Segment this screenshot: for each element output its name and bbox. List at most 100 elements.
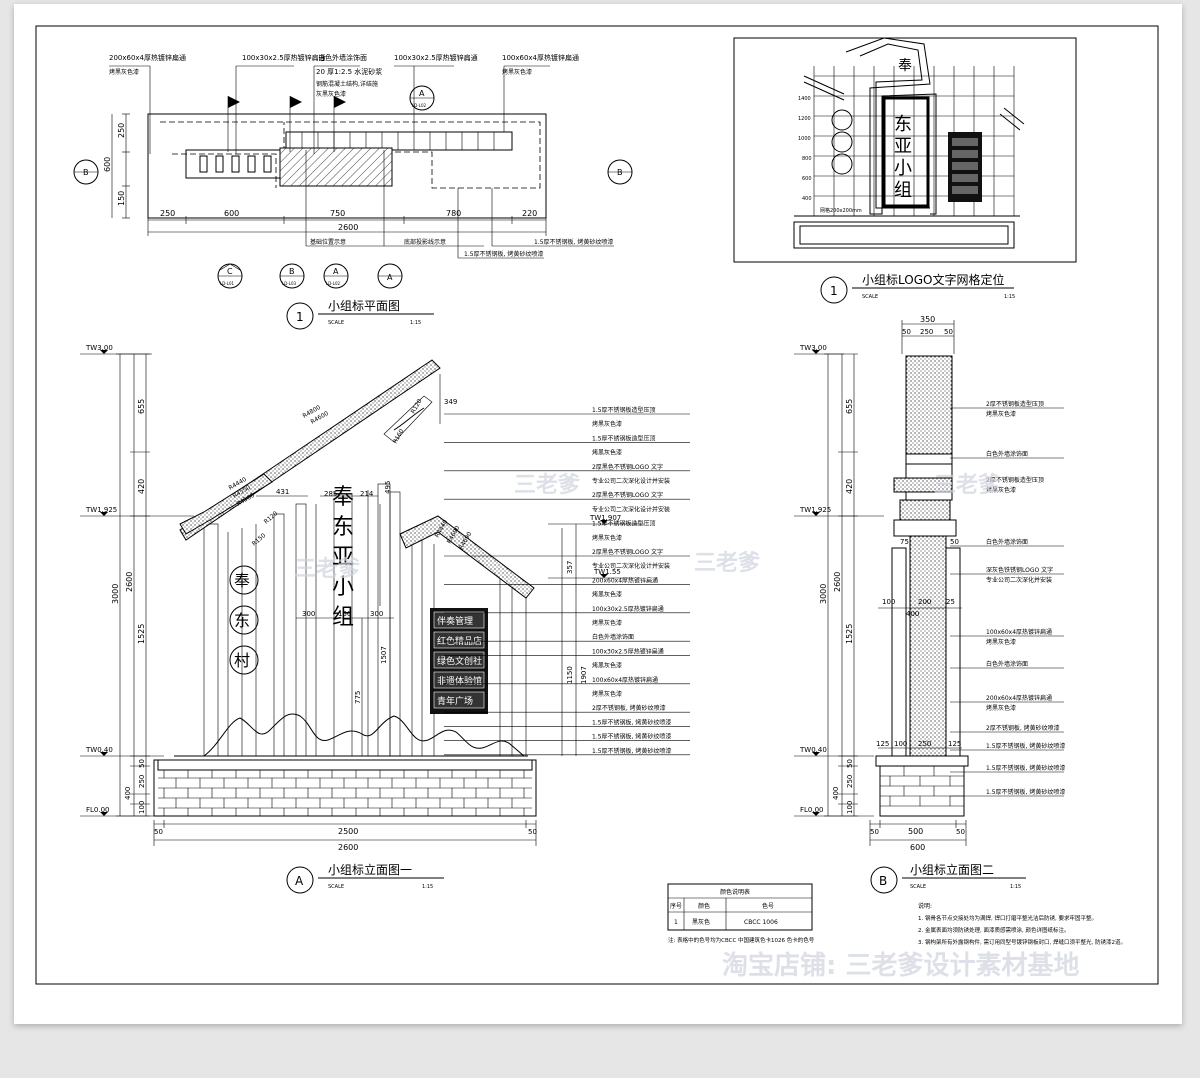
watermark-3: 三老爹 xyxy=(934,472,1001,498)
elev-b-letter: B xyxy=(879,874,887,888)
logo-number: 1 xyxy=(830,284,838,298)
elev-b-total: 600 xyxy=(910,843,925,852)
elev-b-level-0: TW3.00 xyxy=(799,344,827,352)
color-table-r0c2: CBCC 1006 xyxy=(744,919,778,926)
plan-dim-left-1: 600 xyxy=(103,157,112,172)
plan-note-0: 200x60x4厚热镀锌扁通 xyxy=(109,53,186,62)
elev-b-outer-1: 2600 xyxy=(833,572,842,592)
elev-b-low-1: 100 xyxy=(894,740,907,748)
elev-a-note-11: 专业公司二次深化设计并安装 xyxy=(592,562,670,570)
elev-b-low-2: 250 xyxy=(918,740,931,748)
elev-a-note-17: 100x30x2.5厚热镀锌扁通 xyxy=(592,647,664,655)
elev-a-level-1: TW1.925 xyxy=(85,506,117,514)
elev-b-mid-1: 50 xyxy=(950,538,959,546)
watermark-0: 三老爹 xyxy=(294,556,361,582)
elev-a-note-0: 1.5厚不锈钢板造型压顶 xyxy=(592,406,656,414)
plan-dim-1: 600 xyxy=(224,209,239,218)
elev-a-note-20: 烤黑灰色漆 xyxy=(592,690,622,698)
elev-a-note-10: 2厚黑色不锈钢LOGO 文字 xyxy=(592,548,663,556)
d-8: 1507 xyxy=(380,646,388,664)
drawing-sheet: 200x60x4厚热镀锌扁通 烤黑灰色漆 100x30x2.5厚热镀锌扁通 白色… xyxy=(14,4,1182,1024)
elev-b-b-2: 50 xyxy=(956,828,965,836)
plan-bnote-2: 1.5厚不锈钢板, 烤黄砂纹喷漆 xyxy=(534,238,613,246)
elev-b-dim-5: 100 xyxy=(846,801,854,814)
elev-b-dim-1: 420 xyxy=(845,479,854,494)
elev-b-note-3: 2厚不锈钢板造型压顶 xyxy=(986,476,1044,484)
elev-a-dim-0: 655 xyxy=(137,399,146,414)
logo-grid-note: 网格200x200mm xyxy=(820,207,862,214)
elev-b-scale-value: 1:15 xyxy=(1010,884,1021,890)
d-10: 357 xyxy=(566,561,574,574)
elev-a-note-24: 1.5厚不锈钢板, 烤黄砂纹喷漆 xyxy=(592,747,671,755)
svg-text:LD-L03: LD-L03 xyxy=(282,281,297,286)
elev-a-note-7: 专业公司二次深化设计并安装 xyxy=(592,505,670,513)
elev-b-note-6: 深灰色铁锈钢LOGO 文字 xyxy=(986,566,1053,574)
elev-a-scale-value: 1:15 xyxy=(422,884,433,890)
elev-b-note-1: 烤黑灰色漆 xyxy=(986,410,1016,418)
elev-b-note-12: 烤黑灰色漆 xyxy=(986,704,1016,712)
elev-b-note-9: 烤黑灰色漆 xyxy=(986,638,1016,646)
elev-a-note-4: 2厚黑色不锈钢LOGO 文字 xyxy=(592,463,663,471)
elev-a-round-0: 奉 xyxy=(234,571,250,590)
elev-b-level-1: TW1.925 xyxy=(799,506,831,514)
elev-a-level-2: TW0.40 xyxy=(85,746,113,754)
elev-b-note-7: 专业公司二次深化并安装 xyxy=(986,576,1052,584)
svg-text:LD-L01: LD-L01 xyxy=(220,281,235,286)
r-7: R120 xyxy=(263,510,280,526)
elev-a-logo-3: 小 xyxy=(332,575,354,600)
elev-b-mid-2: 100 xyxy=(882,598,895,606)
elev-a-note-5: 专业公司二次深化设计并安装 xyxy=(592,477,670,485)
d-11: 1150 xyxy=(566,666,574,684)
plan-note-2: 100x30x2.5厚热镀锌扁通 xyxy=(242,53,326,62)
plan-note-5: 钢筋混凝土结构,详结施 xyxy=(316,80,378,88)
cad-drawing: 200x60x4厚热镀锌扁通 烤黑灰色漆 100x30x2.5厚热镀锌扁通 白色… xyxy=(35,25,1159,985)
elev-a-note-16: 白色外墙涂饰面 xyxy=(592,633,634,641)
d-6: 150 xyxy=(338,610,351,618)
svg-text:A: A xyxy=(419,89,425,98)
elev-b-dim-0: 655 xyxy=(845,399,854,414)
notes-item-2: 3. 钢构架所有外露钢构件, 需订用同型号镀锌钢板封口, 焊缝口须平整光, 防锈… xyxy=(918,938,1126,946)
notes-item-1: 2. 金属表面均须防锈处理, 面漆质感需喷涂, 颜色详图纸标注。 xyxy=(918,926,1070,934)
elev-b-top-1: 50 xyxy=(902,328,911,336)
elev-b-level-2: TW0.40 xyxy=(799,746,827,754)
elev-b-level-3: FL0.00 xyxy=(800,806,824,814)
elev-a-note-13: 烤黑灰色漆 xyxy=(592,591,622,599)
elev-a-round-1: 东 xyxy=(234,611,250,630)
r-6: R160 xyxy=(392,428,406,445)
color-table-r0c1: 黑灰色 xyxy=(692,918,710,926)
elev-b-mid-4: 25 xyxy=(946,598,955,606)
elev-b-note-14: 1.5厚不锈钢板, 烤黄砂纹喷漆 xyxy=(986,742,1065,750)
elev-b-note-13: 2厚不锈钢板, 烤黄砂纹喷漆 xyxy=(986,724,1060,732)
sheet-border xyxy=(35,25,1159,985)
elev-b-note-15: 1.5厚不锈钢板, 烤黄砂纹喷漆 xyxy=(986,764,1065,772)
logo-scale-value: 1:15 xyxy=(1004,294,1015,300)
sign-0: 伴奏管理 xyxy=(437,615,473,627)
elevation-b-view: TW3.00 TW1.925 TW0.40 FL0.00 655 420 152… xyxy=(794,315,1065,894)
watermark-4: 淘宝店铺: 三老爹设计素材基地 xyxy=(722,950,1079,981)
elev-b-note-8: 100x60x4厚热镀锌扁通 xyxy=(986,628,1052,636)
elev-a-level-0: TW3.00 xyxy=(85,344,113,352)
d-7: 300 xyxy=(370,610,383,618)
elev-a-dim-2: 1525 xyxy=(137,624,146,644)
elev-a-note-8: 1.5厚不锈钢板造型压顶 xyxy=(592,520,656,528)
elevation-a-view: TW3.00 TW1.925 TW0.40 FL0.00 655 420 152… xyxy=(80,344,690,894)
plan-dim-0: 250 xyxy=(160,209,175,218)
elev-b-top-2: 250 xyxy=(920,328,933,336)
elev-a-note-6: 2厚黑色不锈钢LOGO 文字 xyxy=(592,491,663,499)
svg-text:A: A xyxy=(387,273,393,282)
plan-dim-2: 750 xyxy=(330,209,345,218)
elev-a-title: 小组标立面图一 xyxy=(328,862,412,877)
logo-char-3: 组 xyxy=(894,180,912,201)
elev-a-logo-1: 东 xyxy=(332,515,354,540)
plan-note-1: 烤黑灰色漆 xyxy=(109,68,139,76)
elev-b-scale-label: SCALE xyxy=(910,884,926,890)
logo-tick-3: 800 xyxy=(802,156,812,162)
plan-note-6: 灰黑灰色漆 xyxy=(316,90,346,98)
plan-marker-b-left: B xyxy=(73,159,99,185)
elev-a-note-15: 烤黑灰色漆 xyxy=(592,619,622,627)
elev-b-low-0: 125 xyxy=(876,740,889,748)
logo-tick-2: 1000 xyxy=(798,136,811,142)
sign-2: 绿色文创社 xyxy=(437,655,482,667)
color-table: 颜色说明表 序号 颜色 色号 1 黑灰色 CBCC 1006 注: 表格中的色号… xyxy=(667,883,815,944)
notes-title: 说明: xyxy=(918,902,932,910)
